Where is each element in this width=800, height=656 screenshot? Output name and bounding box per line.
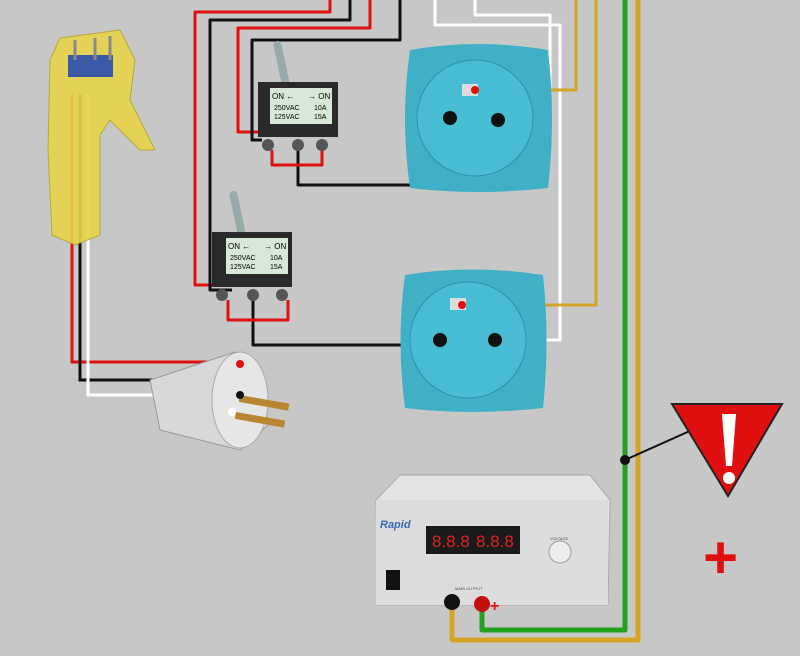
positive-mark: +	[490, 598, 499, 615]
brand-logo: Rapid	[380, 519, 411, 531]
warning-icon	[670, 403, 784, 498]
tan-supply-wire	[449, 0, 641, 643]
switch-1-voltage-2: 125VAC	[274, 114, 300, 121]
controller-circuit	[68, 55, 113, 77]
socket-2	[400, 269, 547, 412]
switch-2-right-label: → ON	[264, 242, 286, 251]
switch-1-current-1: 10A	[314, 105, 327, 112]
display-panel	[426, 526, 520, 554]
power-switch[interactable]	[386, 570, 400, 590]
warning-pointer	[624, 429, 693, 461]
switch-2-current-2: 15A	[270, 264, 283, 271]
red-wire-switch1	[236, 0, 372, 134]
switch-1-voltage-1: 250VAC	[274, 105, 300, 112]
electrical-plug	[149, 351, 290, 451]
toggle-switch-2[interactable]: ON ← → ON 250VAC 125VAC 10A 15A	[212, 190, 292, 301]
switch-2-voltage-2: 125VAC	[230, 264, 256, 271]
green-supply-wire	[479, 0, 628, 633]
red-wire-switch2	[193, 0, 332, 287]
toggle-switch-1[interactable]: ON ← → ON 250VAC 125VAC 10A 15A	[258, 40, 338, 151]
switch-1-left-label: ON ←	[272, 92, 294, 101]
junction-dot	[620, 455, 630, 465]
switch-1-right-label: → ON	[308, 92, 330, 101]
output-label: MAIN OUTPUT	[455, 586, 483, 591]
knob-label: VOLTAGE	[550, 536, 569, 541]
negative-terminal	[444, 594, 460, 610]
black-wire-switch1	[250, 0, 402, 142]
black-wire-switch2	[208, 0, 352, 292]
positive-terminal	[474, 596, 490, 612]
voltage-display: 8.8.8	[432, 532, 470, 551]
current-display: 8.8.8	[476, 532, 514, 551]
red-bridge-switch2	[226, 300, 290, 322]
voltage-knob[interactable]	[548, 540, 572, 564]
power-supply: Rapid 8.8.8 8.8.8 VOLTAGE MAIN OUTPUT +	[375, 474, 611, 615]
red-bridge-switch1	[270, 150, 324, 167]
switch-2-left-label: ON ←	[228, 242, 250, 251]
warning-plus-sign: +	[703, 524, 738, 591]
switch-1-current-2: 15A	[314, 114, 327, 121]
switch-2-voltage-1: 250VAC	[230, 255, 256, 262]
socket-1	[405, 44, 552, 192]
slot-car-controller	[47, 29, 156, 246]
switch-2-current-1: 10A	[270, 255, 283, 262]
supply-wires	[449, 0, 641, 643]
